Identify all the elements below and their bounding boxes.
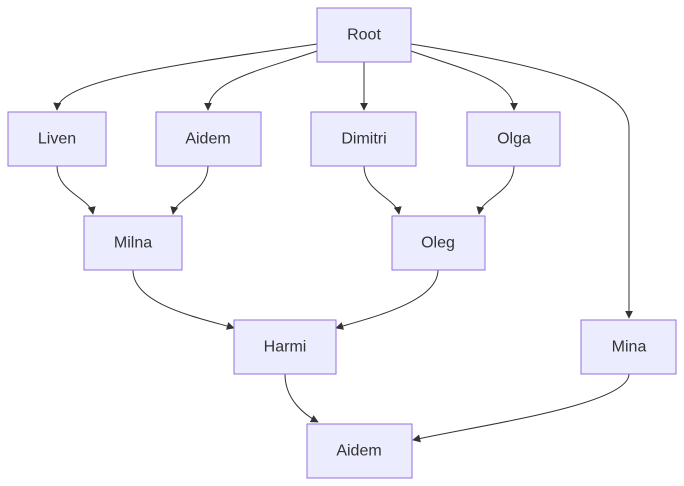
node-label: Mina <box>612 339 647 356</box>
node-dimitri: Dimitri <box>310 111 417 167</box>
edges <box>53 43 633 443</box>
edge-root-liven <box>53 43 318 111</box>
node-olga: Olga <box>466 111 561 167</box>
edge-root-aidem <box>204 50 318 111</box>
node-oleg: Oleg <box>391 215 486 271</box>
edge-harmi-aidem <box>284 373 319 423</box>
node-label: Olga <box>497 131 531 148</box>
node-mina: Mina <box>580 319 677 375</box>
node-harmi: Harmi <box>233 319 337 375</box>
node-label: Oleg <box>421 235 455 252</box>
nodes: Root Liven Aidem Dimitri Olga Milna Oleg <box>7 7 677 479</box>
edge-oleg-harmi <box>335 269 439 330</box>
edge-mina-aidem <box>412 373 630 443</box>
edge-root-mina <box>410 43 633 319</box>
edge-liven-milna <box>56 165 96 215</box>
edge-olga-oleg <box>476 165 515 215</box>
node-milna: Milna <box>83 215 183 271</box>
node-aidem-lower: Aidem <box>306 423 413 479</box>
node-label: Aidem <box>336 443 381 460</box>
edge-root-olga <box>410 50 518 111</box>
node-root: Root <box>316 7 412 63</box>
node-label: Harmi <box>264 339 307 356</box>
edge-milna-harmi <box>132 269 235 330</box>
node-aidem-upper: Aidem <box>155 111 262 167</box>
node-label: Milna <box>114 235 152 252</box>
node-label: Aidem <box>185 131 230 148</box>
edge-aidem-milna <box>170 165 209 215</box>
node-liven: Liven <box>7 111 107 167</box>
node-label: Dimitri <box>341 131 386 148</box>
node-label: Liven <box>38 131 76 148</box>
edge-dimitri-oleg <box>363 165 402 215</box>
node-label: Root <box>347 27 381 44</box>
